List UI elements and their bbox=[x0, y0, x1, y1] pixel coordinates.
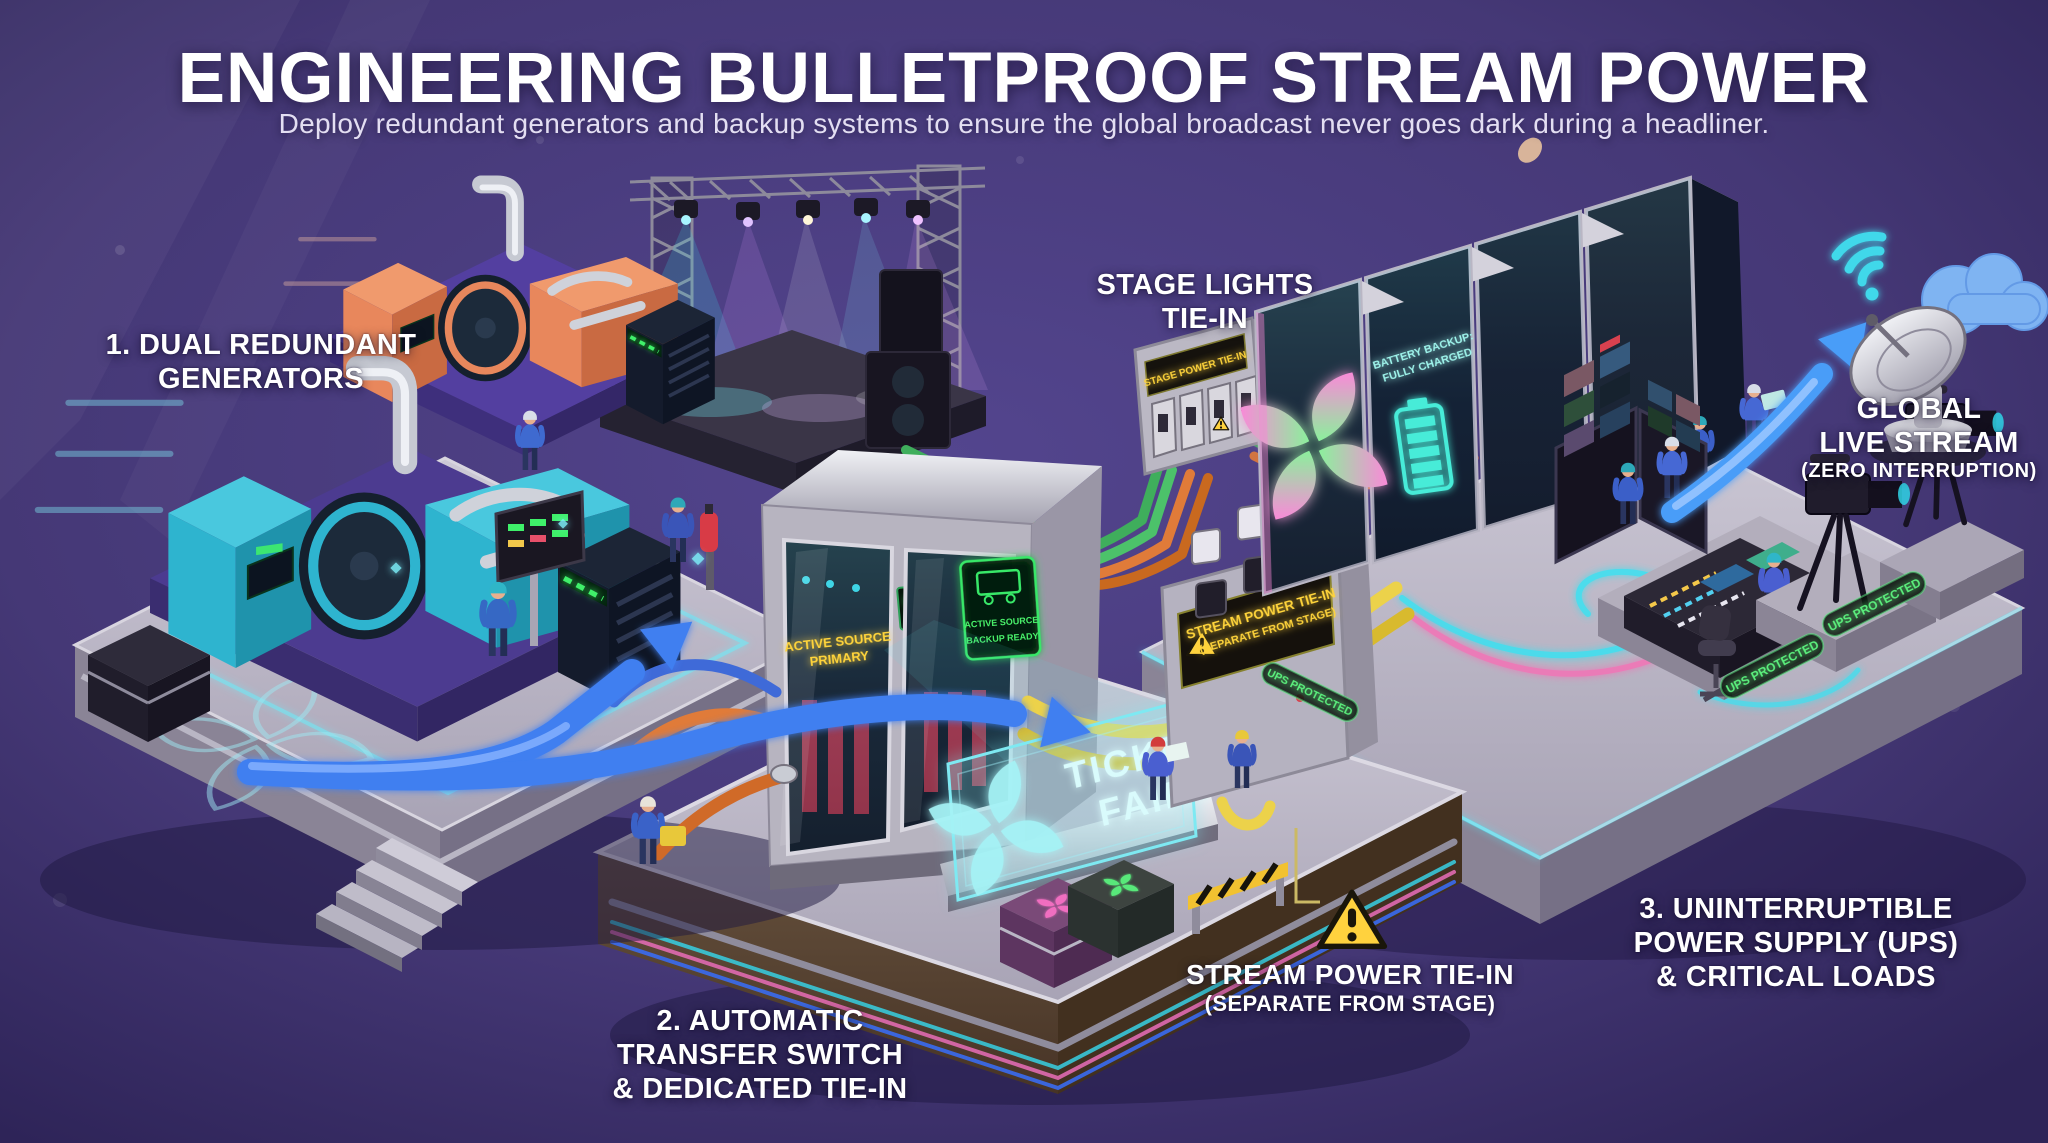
callout-ups-line2: POWER SUPPLY (UPS) bbox=[1633, 927, 1959, 960]
callout-ups-line1: 3. UNINTERRUPTIBLE bbox=[1639, 893, 1953, 925]
safety-barrier bbox=[1188, 862, 1288, 934]
ats-backup-display: ACTIVE SOURCE BACKUP READY bbox=[959, 556, 1042, 661]
callout-ups-line3: & CRITICAL LOADS bbox=[1656, 961, 1936, 994]
tool-case bbox=[660, 826, 686, 846]
callout-transfer-switch-line1: 2. AUTOMATIC bbox=[656, 1005, 864, 1037]
callout-stage-lights: STAGE LIGHTS TIE-IN bbox=[1050, 268, 1360, 336]
power-flow-arrows bbox=[237, 621, 1091, 791]
wifi-signal-icon bbox=[1831, 231, 1887, 301]
ticketfairy-sign: TICKET FAIRY bbox=[922, 698, 1221, 912]
satellite-dish-icon bbox=[1849, 306, 1986, 468]
callout-global-stream-line2: LIVE STREAM bbox=[1819, 427, 2019, 460]
callout-transfer-switch-line3: & DEDICATED TIE-IN bbox=[612, 1073, 908, 1106]
page-title: ENGINEERING BULLETPROOF STREAM POWER bbox=[177, 39, 1871, 118]
checklist-paper bbox=[1164, 741, 1190, 763]
broadcast-camera-1 bbox=[1797, 454, 1910, 611]
callout-global-stream: GLOBAL LIVE STREAM (ZERO INTERRUPTION) bbox=[1788, 392, 2048, 484]
cyan-sparkles bbox=[390, 518, 705, 574]
battery-icon bbox=[1394, 397, 1454, 495]
callout-stream-tiein-line2: (SEPARATE FROM STAGE) bbox=[1204, 991, 1496, 1017]
fire-extinguisher bbox=[700, 504, 718, 590]
callout-global-stream-line1: GLOBAL bbox=[1856, 393, 1982, 425]
callout-transfer-switch: 2. AUTOMATIC TRANSFER SWITCH & DEDICATED… bbox=[560, 1004, 960, 1107]
callout-global-stream-line3: (ZERO INTERRUPTION) bbox=[1801, 460, 2037, 483]
camera-risers bbox=[1756, 520, 2024, 672]
callout-generators-line1: 1. DUAL REDUNDANT bbox=[105, 329, 417, 361]
stage-light-fixtures bbox=[674, 198, 930, 227]
broadcast-control: UPS PROTECTED UPS PROTECTED UPS PROTECTE… bbox=[1261, 334, 2024, 722]
road-case bbox=[87, 625, 211, 742]
callout-transfer-switch-line2: TRANSFER SWITCH bbox=[616, 1039, 904, 1072]
callout-generators-line2: GENERATORS bbox=[158, 363, 364, 396]
monitor-wall bbox=[1554, 334, 1708, 565]
callout-stage-lights-line1: STAGE LIGHTS bbox=[1096, 269, 1314, 301]
platform-conduits bbox=[608, 838, 1458, 1091]
callout-stream-tiein: STREAM POWER TIE-IN (SEPARATE FROM STAGE… bbox=[1150, 958, 1550, 1017]
warning-callout bbox=[1294, 828, 1384, 946]
global-stream-icon bbox=[1831, 231, 2048, 468]
left-platform-stairs bbox=[316, 838, 478, 972]
callout-ups: 3. UNINTERRUPTIBLE POWER SUPPLY (UPS) & … bbox=[1596, 892, 1996, 995]
road-crates bbox=[999, 860, 1174, 988]
cloud-icon bbox=[1921, 253, 2048, 335]
callout-stream-tiein-line1: STREAM POWER TIE-IN bbox=[1185, 959, 1515, 990]
callout-stage-lights-line2: TIE-IN bbox=[1161, 303, 1249, 336]
light-ray bbox=[0, 0, 300, 500]
ats-primary-label-2: PRIMARY bbox=[809, 648, 870, 669]
generator-control-stand bbox=[494, 490, 586, 646]
callout-generators: 1. DUAL REDUNDANT GENERATORS bbox=[96, 328, 426, 396]
page-subtitle: Deploy redundant generators and backup s… bbox=[278, 108, 1770, 139]
